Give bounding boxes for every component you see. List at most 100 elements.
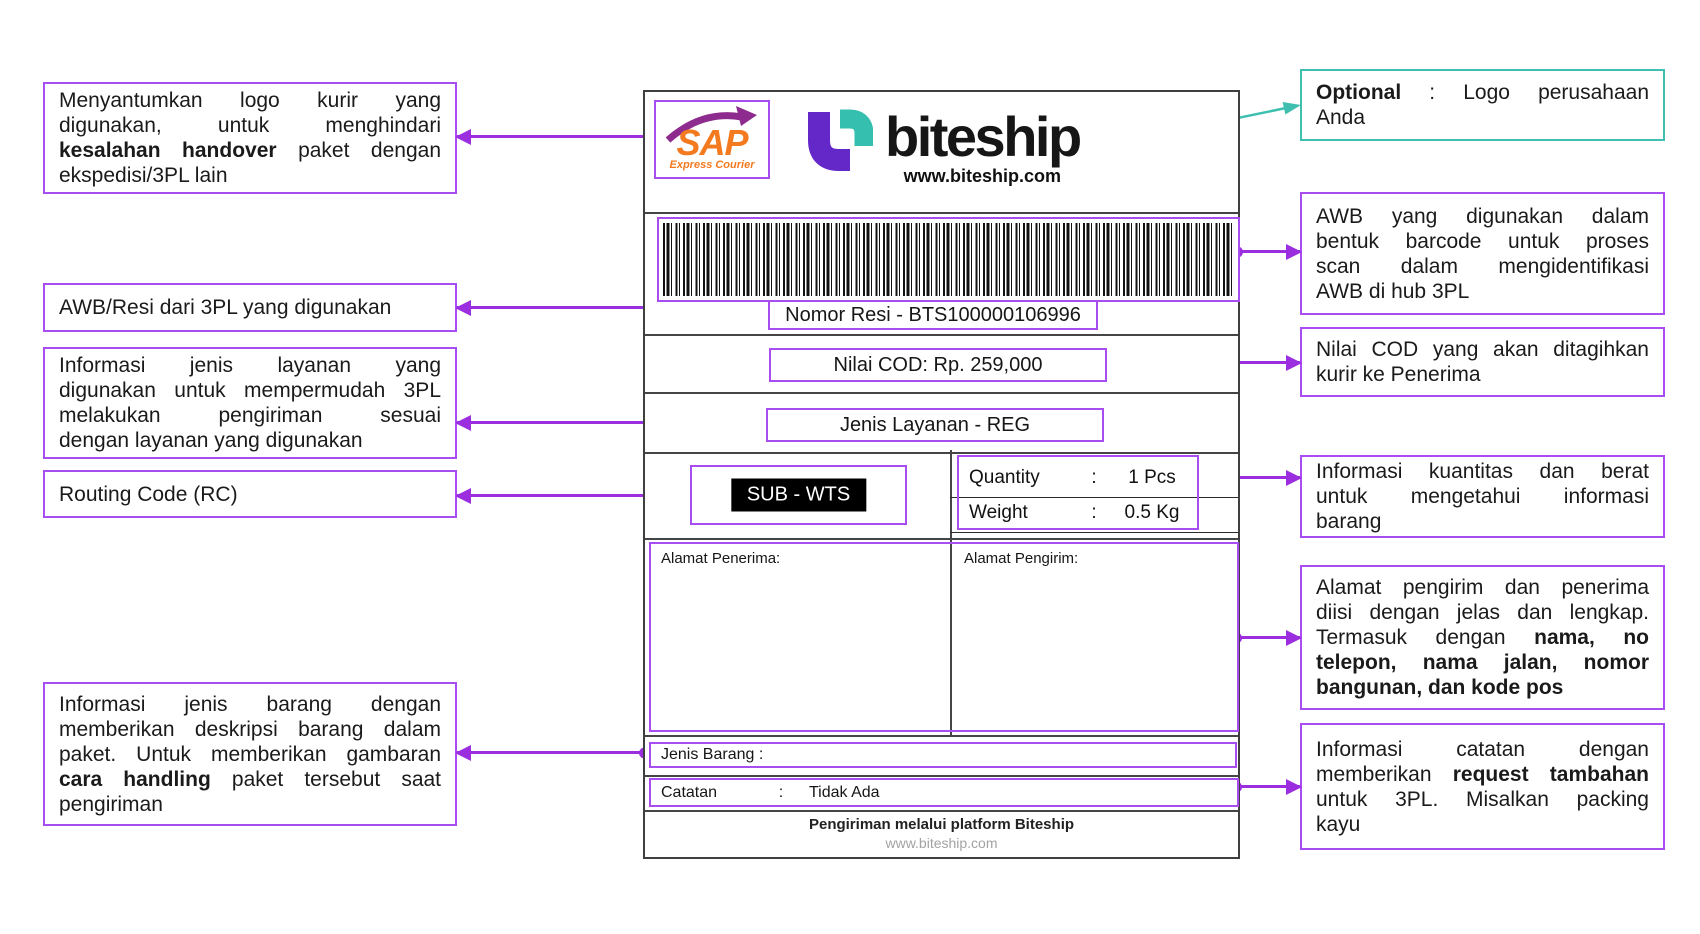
text-line: Anda [1316, 105, 1649, 130]
text-line: memberikan request tambahan [1316, 762, 1649, 787]
callout-text-segment: Informasi catatan dengan [1316, 737, 1649, 761]
text-line: diisi dengan jelas dan lengkap. [1316, 600, 1649, 625]
footer-website-text: www.biteship.com [885, 835, 998, 851]
callout-text-segment: : Logo perusahaan [1401, 81, 1649, 104]
text-line: Optional : Logo perusahaan [1316, 80, 1649, 105]
service-type-text: Jenis Layanan - REG [839, 413, 1031, 436]
arrowhead-icon [1286, 354, 1302, 371]
callout-text-segment: Informasi kuantitas dan berat [1316, 460, 1649, 483]
callout-note: Informasi catatan dengan memberikan requ… [1300, 723, 1665, 850]
callout-text-segment: paket tersebut saat [210, 767, 442, 791]
callout-text-segment: paket. Untuk memberikan gambaran [59, 742, 441, 766]
weight-colon: : [1091, 502, 1097, 523]
text-line: untuk mengetahui informasi [1316, 484, 1649, 509]
quantity-colon: : [1091, 466, 1097, 488]
divider [645, 212, 1238, 214]
divider [645, 810, 1238, 812]
text-line: paket. Untuk memberikan gambaran [59, 742, 441, 767]
callout-text-segment: AWB di hub 3PL [1316, 279, 1470, 303]
courier-logo: SAP Express Courier [654, 100, 770, 179]
note-frame: Catatan : Tidak Ada [649, 778, 1239, 807]
arrowhead-icon [455, 414, 471, 431]
text-line: pengiriman [59, 792, 441, 817]
callout-text-segment: melakukan pengiriman sesuai [59, 404, 441, 427]
callout-text-segment: memberikan [1316, 762, 1453, 786]
callout-text-segment: nama, no [1534, 626, 1649, 649]
callout-awb: AWB/Resi dari 3PL yang digunakan [43, 283, 457, 332]
courier-logo-tagline: Express Courier [669, 159, 755, 171]
arrowhead-icon [455, 128, 471, 145]
divider [645, 538, 1238, 540]
sap-swoosh-icon [665, 106, 757, 143]
callout-text-segment: diisi dengan jelas dan lengkap. [1316, 601, 1649, 624]
text-line: ekspedisi/3PL lain [59, 163, 441, 188]
text-line: Informasi kuantitas dan berat [1316, 459, 1649, 484]
divider [950, 532, 1238, 533]
arrowhead-icon [1286, 243, 1302, 260]
awb-barcode [663, 223, 1234, 296]
callout-text-segment: Informasi jenis barang dengan [59, 692, 441, 716]
callout-item-type: Informasi jenis barang dengan memberikan… [43, 682, 457, 826]
text-line: cara handling paket tersebut saat [59, 767, 441, 792]
quantity-row: Quantity : 1 Pcs [959, 457, 1197, 498]
biteship-mark-icon [808, 109, 873, 171]
arrowhead-icon [1286, 778, 1302, 795]
callout-text-segment: Termasuk dengan [1316, 626, 1535, 649]
note-colon: : [778, 783, 784, 801]
text-line: bangunan, dan kode pos [1316, 675, 1649, 700]
divider [950, 497, 1238, 498]
text-line: AWB yang digunakan dalam [1316, 204, 1649, 229]
callout-text-segment: cara handling [59, 767, 211, 791]
callout-text-segment: Alamat pengirim dan penerima [1316, 576, 1649, 599]
callout-text-segment: kayu [1316, 812, 1361, 836]
item-type-frame: Jenis Barang : [649, 742, 1237, 768]
connector-arrow [1232, 243, 1302, 260]
text-line: Termasuk dengan nama, no [1316, 625, 1649, 650]
callout-text-segment: untuk mengetahui informasi [1316, 485, 1649, 508]
text-line: melakukan pengiriman sesuai [59, 403, 441, 428]
text-line: barang [1316, 509, 1649, 534]
callout-text-segment: bentuk barcode untuk proses [1316, 229, 1649, 253]
callout-text-segment: untuk 3PL. Misalkan packing [1316, 787, 1649, 811]
routing-code: SUB - WTS [730, 478, 867, 512]
callout-routing-code: Routing Code (RC) [43, 470, 457, 518]
callout-text-segment: Optional [1316, 81, 1402, 104]
awb-number-text: Nomor Resi - BTS100000106996 [785, 303, 1081, 326]
item-type-label: Jenis Barang : [661, 746, 764, 763]
callout-text-segment: bangunan, dan kode pos [1316, 676, 1564, 699]
callout-text-segment: AWB/Resi dari 3PL yang digunakan [59, 296, 392, 319]
connector-arrow [1231, 629, 1302, 646]
routing-code-frame: SUB - WTS [690, 465, 907, 525]
arrowhead-icon [1286, 469, 1302, 486]
callout-address: Alamat pengirim dan penerima diisi denga… [1300, 565, 1665, 710]
text-line: memberikan deskripsi barang dalam [59, 717, 441, 742]
callout-service: Informasi jenis layanan yang digunakan u… [43, 347, 457, 459]
quantity-value: 1 Pcs [1128, 466, 1176, 488]
callout-text-segment: AWB yang digunakan dalam [1316, 204, 1649, 228]
receiver-address-label: Alamat Penerima: [661, 550, 781, 567]
callout-text-segment: digunakan untuk mempermudah 3PL [59, 379, 441, 402]
connector-arrow [455, 744, 650, 761]
callout-text-segment: kesalahan handover [59, 139, 277, 162]
divider [645, 334, 1238, 336]
callout-text-segment: Menyantumkan logo kurir yang [59, 89, 441, 112]
awb-number: Nomor Resi - BTS100000106996 [768, 300, 1098, 330]
biteship-logo: biteship www.biteship.com [803, 108, 1082, 187]
text-line: telepon, nama jalan, nomor [1316, 650, 1649, 675]
divider [645, 452, 1238, 454]
callout-text-segment: paket dengan [276, 139, 441, 162]
quantity-label: Quantity [969, 466, 1040, 488]
text-line: Informasi catatan dengan [1316, 737, 1649, 762]
text-line: AWB/Resi dari 3PL yang digunakan [59, 295, 441, 320]
biteship-website: www.biteship.com [903, 166, 1062, 186]
divider [645, 735, 1238, 737]
callout-text-segment: digunakan, untuk menghindari [59, 114, 441, 137]
callout-text-segment: memberikan deskripsi barang dalam [59, 717, 441, 741]
divider [645, 775, 1238, 777]
arrowhead-icon [1282, 102, 1301, 115]
callout-text-segment: telepon, nama jalan, nomor [1316, 651, 1649, 674]
connector-arrow [455, 128, 654, 145]
cod-value: Nilai COD: Rp. 259,000 [769, 348, 1107, 382]
text-line: digunakan untuk mempermudah 3PL [59, 378, 441, 403]
text-line: AWB di hub 3PL [1316, 279, 1649, 304]
